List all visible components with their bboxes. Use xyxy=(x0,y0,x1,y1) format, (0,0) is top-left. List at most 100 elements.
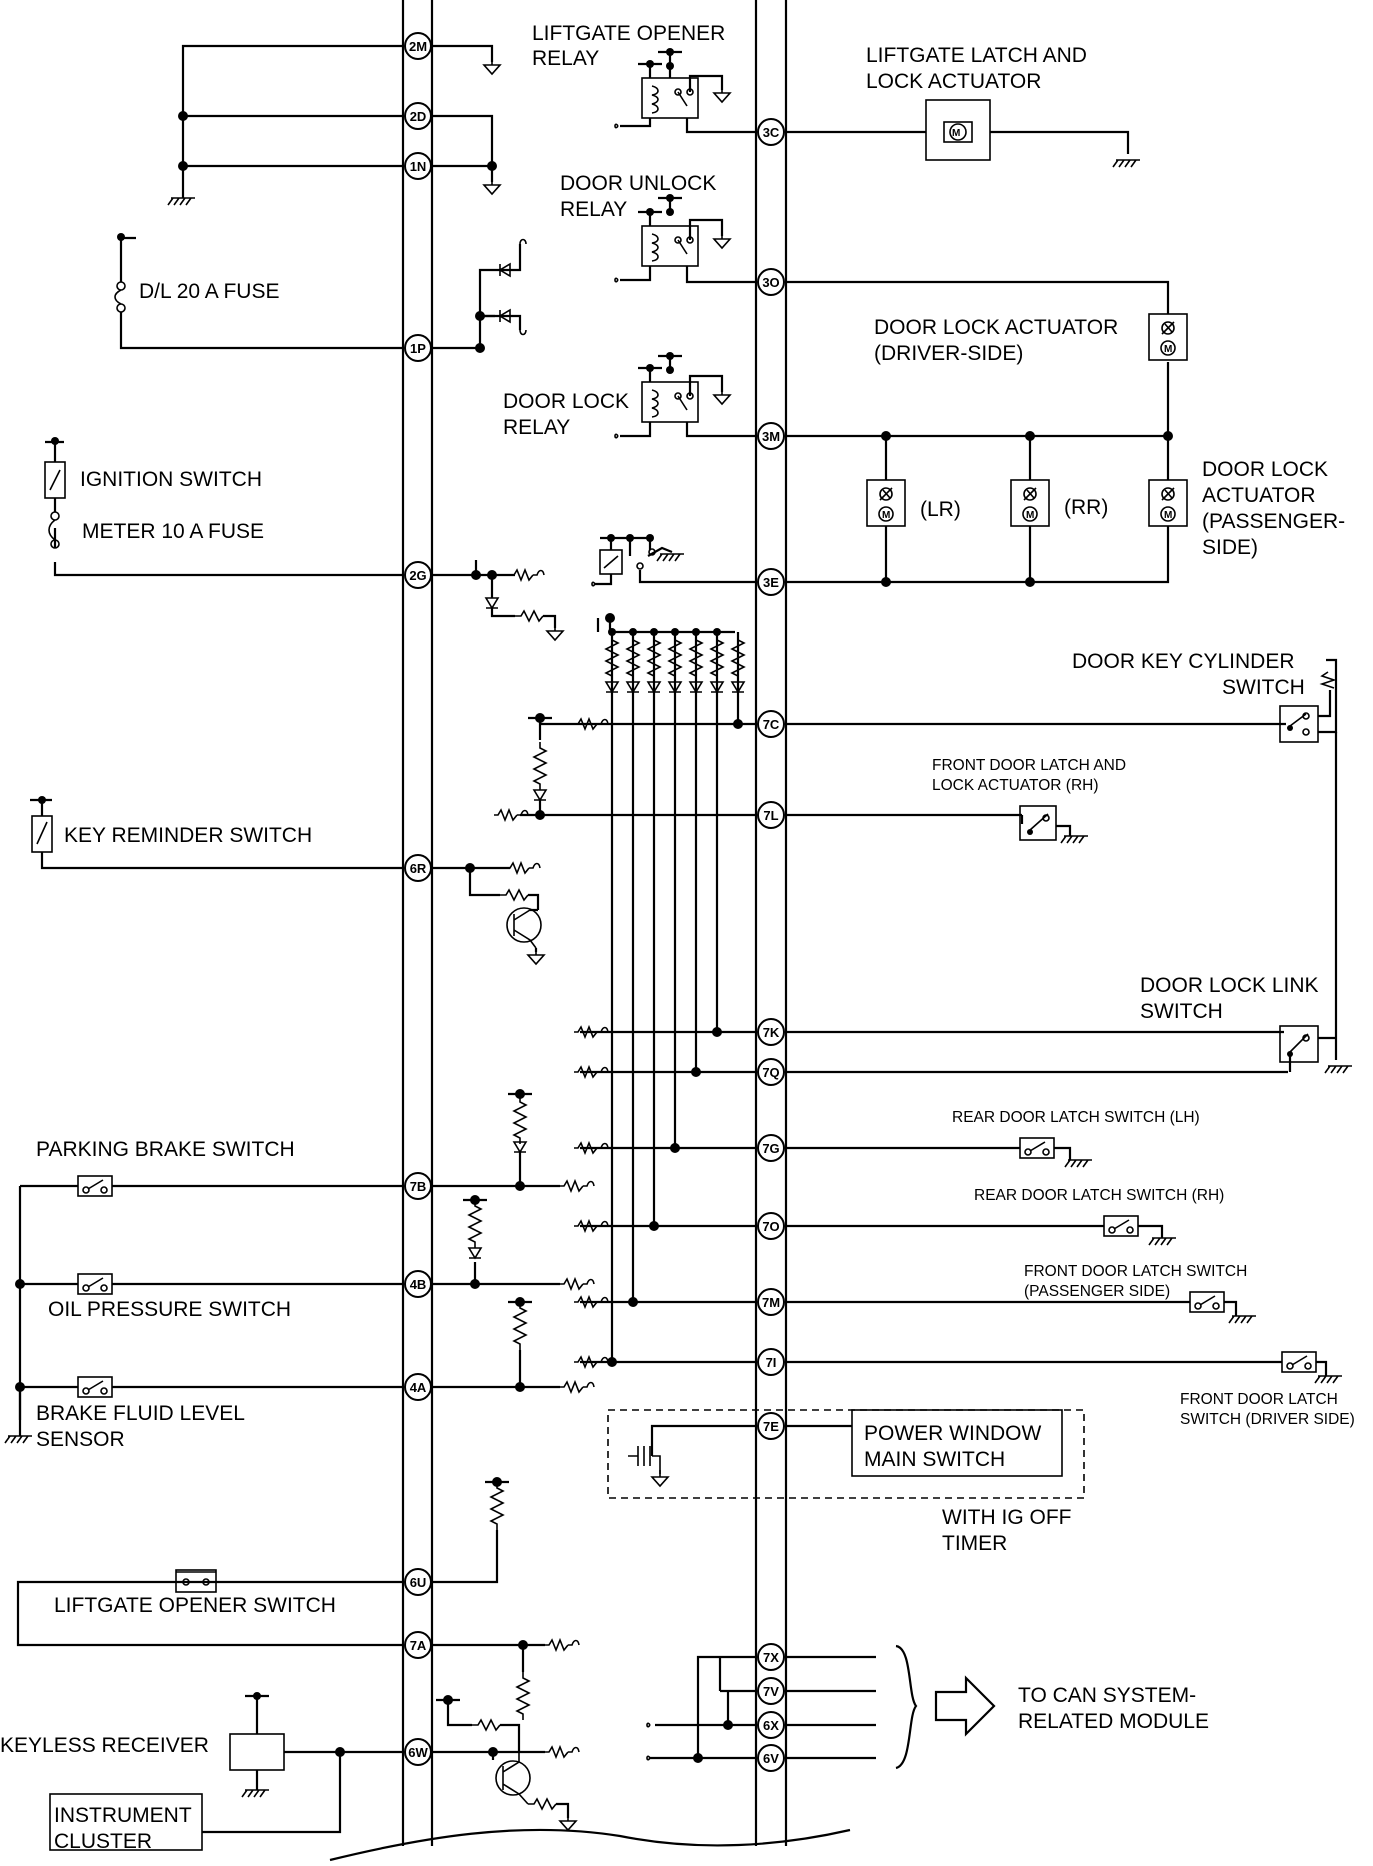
ig-off-timer-label-1: WITH IG OFF xyxy=(942,1506,1071,1529)
ig-off-timer-label-2: TIMER xyxy=(942,1532,1007,1555)
door-lock-actuators xyxy=(786,280,1188,587)
instrument-cluster-label-2: CLUSTER xyxy=(54,1830,152,1853)
front-door-latch-driver-label-2: SWITCH (DRIVER SIDE) xyxy=(1180,1411,1355,1428)
pin-label: 7L xyxy=(763,808,778,823)
dl-fuse-label: D/L 20 A FUSE xyxy=(139,280,279,303)
oil-pressure-switch-label: OIL PRESSURE SWITCH xyxy=(48,1298,291,1321)
pin-6r: 6R xyxy=(404,854,432,882)
pin-7v: 7V xyxy=(757,1677,785,1705)
door-lock-relay-label-1: DOOR LOCK xyxy=(503,390,629,413)
pin-label: 7Q xyxy=(762,1065,779,1080)
key-reminder-circuit xyxy=(30,796,545,965)
pin-7i: 7I xyxy=(757,1348,785,1376)
door-key-cylinder-label-1: DOOR KEY CYLINDER xyxy=(1072,650,1295,673)
pin-6x: 6X xyxy=(757,1711,785,1739)
power-window-label-1: POWER WINDOW xyxy=(864,1422,1041,1445)
pin-label: 6W xyxy=(408,1745,428,1760)
door-key-cylinder-switch-symbol xyxy=(1279,658,1338,743)
pin-label: 7O xyxy=(762,1219,779,1234)
ecu-left-connector-bar xyxy=(401,0,434,1846)
svg-text:TO CAN SYSTEM-RELATED MODULE: TO CAN SYSTEM-RELATED MODULE xyxy=(1018,1684,1209,1733)
pin-7k: 7K xyxy=(757,1018,785,1046)
parking-oil-brake-circuit xyxy=(4,1089,595,1444)
keyless-receiver-label: KEYLESS RECEIVER xyxy=(0,1734,209,1757)
parking-brake-switch-label: PARKING BRAKE SWITCH xyxy=(36,1138,295,1161)
pin-6u: 6U xyxy=(404,1568,432,1596)
pin-label: 7I xyxy=(766,1355,777,1370)
pin-label: 6V xyxy=(763,1751,779,1766)
door-lock-actuator-driver-label-2: (DRIVER-SIDE) xyxy=(874,342,1023,365)
pin-2g: 2G xyxy=(404,561,432,589)
break-line xyxy=(329,1828,851,1862)
liftgate-latch-actuator-label-2: LOCK ACTUATOR xyxy=(866,70,1041,93)
pin-label: 1P xyxy=(410,341,426,356)
door-lock-actuator-passenger-label-4: SIDE) xyxy=(1202,536,1258,559)
right-input-lines xyxy=(493,713,1343,1384)
pin-label: 4A xyxy=(410,1380,427,1395)
svg-text:DOOR LOCK ACTUATOR(DRIVER-SIDE: DOOR LOCK ACTUATOR (DRIVER-SIDE) xyxy=(874,316,1118,365)
pin-label: 7A xyxy=(410,1638,427,1653)
pin-label: 3M xyxy=(762,429,780,444)
pin-6v: 6V xyxy=(757,1744,785,1772)
door-unlock-relay-label-1: DOOR UNLOCK xyxy=(560,172,716,195)
pin-label: 4B xyxy=(410,1277,427,1292)
pin-3o: 3O xyxy=(757,268,785,296)
pin-7g: 7G xyxy=(757,1134,785,1162)
door-lock-actuator-driver-label-1: DOOR LOCK ACTUATOR xyxy=(874,316,1118,339)
ground-wiring-2m-2d-1n xyxy=(167,44,501,206)
door-lock-link-switch-symbol xyxy=(1279,732,1353,1074)
ignition-meter-circuit xyxy=(44,437,564,641)
pin-7x: 7X xyxy=(757,1643,785,1671)
to-can-label-2: RELATED MODULE xyxy=(1018,1710,1209,1733)
rear-door-latch-lh-label: REAR DOOR LATCH SWITCH (LH) xyxy=(952,1109,1200,1126)
pin-label: 7C xyxy=(763,717,780,732)
meter-fuse-label: METER 10 A FUSE xyxy=(82,520,264,543)
pin-label: 7G xyxy=(762,1141,779,1156)
pin-3m: 3M xyxy=(757,422,785,450)
pin-7l: 7L xyxy=(757,801,785,829)
pin-4a: 4A xyxy=(404,1373,432,1401)
pin-4b: 4B xyxy=(404,1270,432,1298)
can-lines xyxy=(646,1644,996,1770)
door-lock-relay xyxy=(614,352,757,439)
pin-7b: 7B xyxy=(404,1172,432,1200)
door-lock-link-label-1: DOOR LOCK LINK xyxy=(1140,974,1319,997)
rr-label: (RR) xyxy=(1064,496,1108,519)
pin-3c: 3C xyxy=(757,118,785,146)
door-lock-actuator-passenger-label-3: (PASSENGER- xyxy=(1202,510,1345,533)
liftgate-opener-relay xyxy=(614,48,757,134)
pin-label: 2D xyxy=(410,109,427,124)
pin-7a: 7A xyxy=(404,1631,432,1659)
pin-label: 3E xyxy=(763,575,779,590)
door-lock-link-label-2: SWITCH xyxy=(1140,1000,1223,1023)
ignition-switch-label: IGNITION SWITCH xyxy=(80,468,262,491)
switch-input-bus xyxy=(596,613,740,1362)
pin-2m: 2M xyxy=(404,32,432,60)
pin-3e: 3E xyxy=(757,568,785,596)
key-reminder-switch-label: KEY REMINDER SWITCH xyxy=(64,824,312,847)
pin-label: 7V xyxy=(763,1684,779,1699)
pin-7c: 7C xyxy=(757,710,785,738)
front-door-latch-actuator-rh-label-2: LOCK ACTUATOR (RH) xyxy=(932,777,1099,794)
liftgate-latch-actuator-label-1: LIFTGATE LATCH AND xyxy=(866,44,1087,67)
pin-7m: 7M xyxy=(757,1288,785,1316)
liftgate-opener-switch-circuit xyxy=(16,1477,580,1721)
svg-text:FRONT DOOR LATCH SWITCH(PASSEN: FRONT DOOR LATCH SWITCH(PASSENGER SIDE) xyxy=(1024,1263,1247,1300)
pin-label: 6R xyxy=(410,861,427,876)
instrument-cluster-label-1: INSTRUMENT xyxy=(54,1804,192,1827)
liftgate-opener-switch-label: LIFTGATE OPENER SWITCH xyxy=(54,1594,336,1617)
rear-door-latch-rh-label: REAR DOOR LATCH SWITCH (RH) xyxy=(974,1187,1224,1204)
pin-label: 7M xyxy=(762,1295,780,1310)
